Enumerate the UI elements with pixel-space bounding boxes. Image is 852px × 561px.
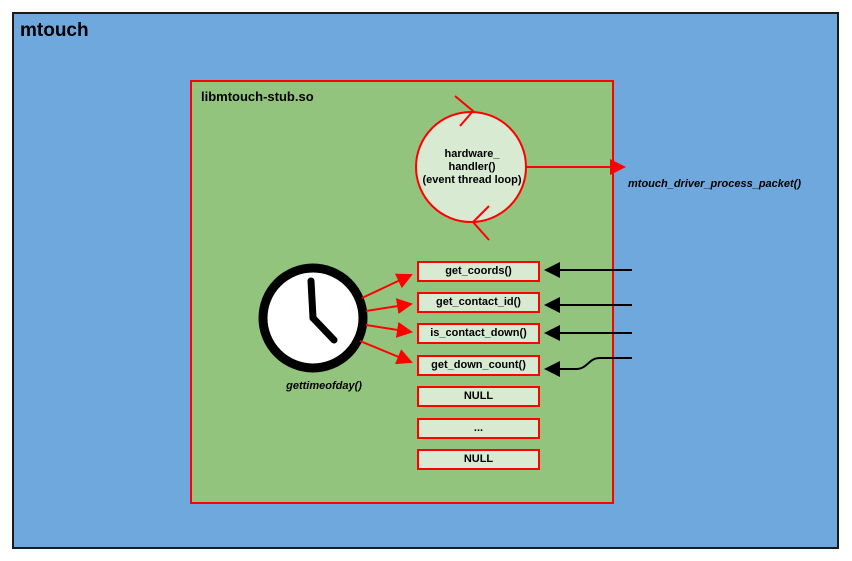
function-get-coords: get_coords() bbox=[417, 261, 540, 282]
clock-arrow-get-down-count bbox=[359, 340, 413, 365]
function-is-contact-down: is_contact_down() bbox=[417, 323, 540, 344]
clock-arrow-get-coords bbox=[361, 273, 413, 299]
library-title: libmtouch-stub.so bbox=[201, 89, 314, 104]
clock-icon bbox=[258, 263, 368, 373]
loop-arrow-bottom-icon bbox=[471, 205, 490, 241]
library-box bbox=[190, 80, 614, 504]
function-null-2: NULL bbox=[417, 449, 540, 470]
function-get-down-count: get_down_count() bbox=[417, 355, 540, 376]
process-packet-label: mtouch_driver_process_packet() bbox=[628, 178, 802, 190]
loop-arrow-top-icon bbox=[454, 95, 475, 127]
handler-label: hardware_ handler() (event thread loop) bbox=[422, 148, 522, 186]
mtouch-title: mtouch bbox=[20, 20, 89, 41]
clock-arrow-get-contact-id bbox=[365, 298, 413, 315]
function-ellipsis: ... bbox=[417, 418, 540, 439]
call-arrow-get-down-count bbox=[544, 357, 632, 377]
clock-arrow-is-contact-down bbox=[365, 321, 413, 338]
clock-label: gettimeofday() bbox=[286, 380, 362, 392]
function-get-contact-id: get_contact_id() bbox=[417, 292, 540, 313]
function-null-1: NULL bbox=[417, 386, 540, 407]
